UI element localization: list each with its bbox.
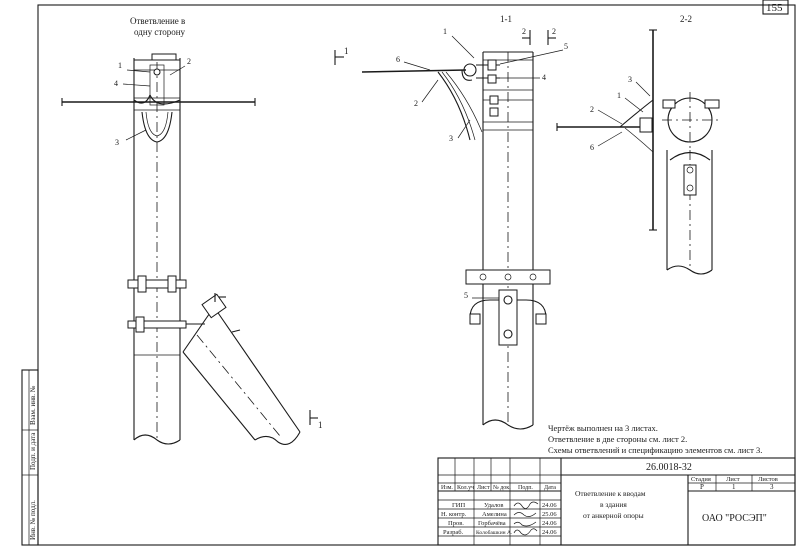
view-one-side-branch: Ответвление в одну сторону: [61, 16, 349, 445]
v3-callout-1: 1: [617, 91, 621, 100]
tb-date-gip: 24.06: [542, 502, 557, 509]
v1-callout-4: 4: [114, 79, 118, 88]
cut2-left: 2: [522, 27, 526, 36]
tb-date-razrab: 24.06: [542, 529, 557, 536]
tb-sheet-header: Лист: [726, 476, 740, 483]
cut-mark-bottom: 1: [318, 420, 323, 430]
tb-role-razrab: Разраб.: [443, 529, 464, 536]
section-2-2-label: 2-2: [680, 14, 692, 24]
tb-name-prov: Горбачёва: [478, 520, 506, 527]
side-stamp: Инв. № подл. Подп. и дата Взам. инв. №: [21, 369, 39, 546]
tb-name-gip: Удалов: [484, 502, 504, 509]
tb-header-date: Дата: [544, 485, 556, 491]
doc-code: 26.0018-32: [646, 462, 692, 473]
v2-callout-4: 4: [542, 73, 546, 82]
section-1-1-label: 1-1: [500, 14, 512, 24]
v3-callout-3: 3: [628, 75, 632, 84]
org-name: ОАО "РОСЭП": [702, 513, 767, 524]
tb-header-izm: Изм.: [441, 485, 453, 491]
tb-title-line1: Ответвление к вводам: [575, 489, 646, 498]
note-1: Чертёж выполнен на 3 листах.: [548, 423, 658, 433]
notes: Чертёж выполнен на 3 листах. Ответвление…: [548, 423, 762, 455]
tb-header-kol: Кол.уч: [457, 485, 474, 491]
tb-date-prov: 24.06: [542, 520, 557, 527]
v2-callout-5-bottom: 5: [464, 291, 468, 300]
tb-sheets: 3: [770, 483, 774, 491]
side-stamp-sign: Подп. и дата: [29, 432, 37, 470]
v2-callout-2: 2: [414, 99, 418, 108]
tb-role-prov: Пров.: [448, 520, 464, 527]
note-3: Схемы ответвлений и спецификацию элемент…: [548, 445, 762, 455]
view-section-1-1: 1-1 2 2: [361, 14, 568, 430]
tb-header-doc: № док.: [493, 485, 511, 491]
tb-title-line3: от анкерной опоры: [583, 511, 644, 520]
v2-callout-1: 1: [443, 27, 447, 36]
view1-title-line2: одну сторону: [134, 27, 186, 37]
tb-stage-header: Стадия: [691, 476, 711, 483]
signatures: [513, 501, 539, 536]
v1-callout-3: 3: [115, 138, 119, 147]
tb-title-line2: в здания: [600, 500, 627, 509]
cut2-right: 2: [552, 27, 556, 36]
tb-role-nkontr: Н. контр.: [441, 511, 467, 518]
tb-header-list: Лист: [477, 485, 490, 491]
view-section-2-2: 2-2 3 1 2 6: [556, 14, 720, 275]
tb-date-nkontr: 25.06: [542, 511, 557, 518]
tb-sheet: 1: [732, 483, 736, 491]
tb-role-gip: ГИП: [452, 502, 465, 509]
note-2: Ответвление в две стороны см. лист 2.: [548, 434, 687, 444]
title-block: Изм. Кол.уч Лист № док. Подп. Дата ГИП У…: [437, 457, 796, 546]
tb-sheets-header: Листов: [758, 476, 778, 483]
view1-title-line1: Ответвление в: [130, 16, 185, 26]
tb-header-sign: Подп.: [518, 485, 533, 491]
v1-callout-2: 2: [187, 57, 191, 66]
v3-callout-6: 6: [590, 143, 594, 152]
v2-callout-3: 3: [449, 134, 453, 143]
tb-stage: Р: [700, 483, 704, 491]
cut-mark-top: 1: [344, 46, 349, 56]
sheet-frame: 1 5 5: [37, 0, 796, 546]
v1-callout-1: 1: [118, 61, 122, 70]
side-stamp-inv: Инв. № подл.: [29, 500, 37, 540]
v3-callout-2: 2: [590, 105, 594, 114]
v2-callout-5-top: 5: [564, 42, 568, 51]
v2-callout-6: 6: [396, 55, 400, 64]
side-stamp-replace: Взам. инв. №: [29, 385, 37, 425]
tb-name-nkontr: Амелина: [482, 511, 507, 518]
page-number: 155: [766, 2, 783, 14]
tb-name-razrab: Колобашкин А.: [476, 529, 513, 536]
